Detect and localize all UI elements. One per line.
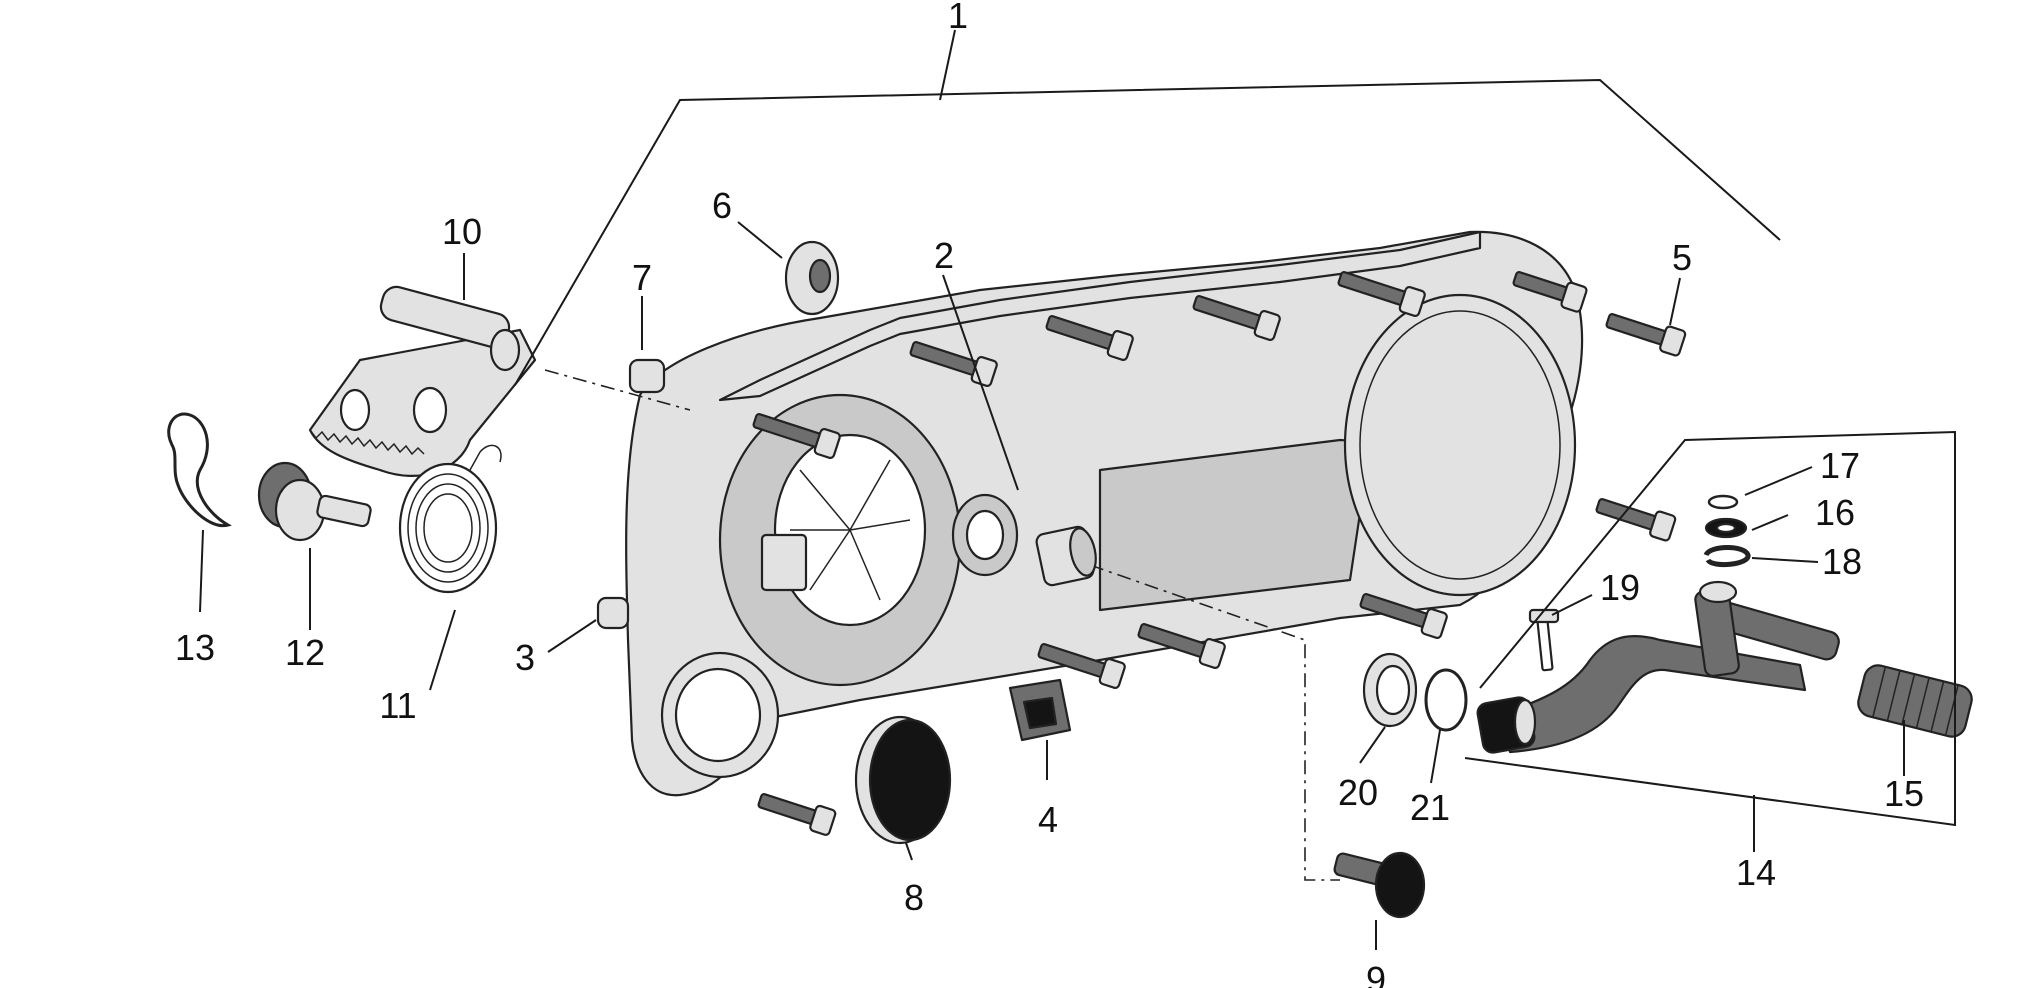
part-3-dowel <box>596 596 630 630</box>
fan-tab <box>760 533 808 592</box>
part-8-plug <box>854 715 952 845</box>
part-5-bolts <box>1595 313 1687 542</box>
callout-9: 9 <box>1366 959 1386 988</box>
bolt <box>1045 315 1134 361</box>
callout-15: 15 <box>1884 773 1924 814</box>
shaft-hole <box>965 509 1005 561</box>
part-6-seal <box>784 240 840 316</box>
assembly-lines <box>544 369 1340 881</box>
callout-1: 1 <box>948 0 968 36</box>
lower-opening <box>674 667 762 763</box>
group-bracket-14 <box>1464 430 1956 827</box>
variator-cover <box>1343 293 1577 597</box>
bolt <box>1137 623 1226 669</box>
part-11-spring <box>398 444 502 594</box>
bolt <box>1512 271 1588 313</box>
bolt <box>1359 593 1448 639</box>
callout-21: 21 <box>1410 787 1450 828</box>
part-4-block <box>1008 678 1072 742</box>
callout-8: 8 <box>904 877 924 918</box>
callout-2: 2 <box>934 235 954 276</box>
callout-7: 7 <box>632 257 652 298</box>
callout-6: 6 <box>712 185 732 226</box>
callout-19: 19 <box>1600 567 1640 608</box>
part-9-plug <box>1333 851 1426 919</box>
variator-cover-rim <box>1359 310 1561 580</box>
fan-blades <box>790 459 911 601</box>
callout-11: 11 <box>379 685 416 726</box>
transmission-cover <box>625 230 1584 797</box>
part-15-pedal-grip <box>1857 664 1973 738</box>
part-14-kick-lever <box>1476 580 1840 754</box>
part-21-circlip <box>1424 668 1468 732</box>
bolt <box>1337 271 1426 317</box>
callout-labels: 1 2 3 4 5 6 7 8 9 10 11 12 13 14 15 16 1… <box>175 0 1924 988</box>
bolt <box>1192 295 1281 341</box>
part-20-washer <box>1362 652 1418 728</box>
bolt <box>752 413 841 459</box>
callout-4: 4 <box>1038 799 1058 840</box>
callout-10: 10 <box>442 211 482 252</box>
group-bracket-1 <box>514 78 1781 386</box>
cover-flange <box>718 230 1482 402</box>
part-19-screw <box>1528 608 1560 672</box>
part-16-washer <box>1704 517 1748 539</box>
callout-20: 20 <box>1338 772 1378 813</box>
callout-13: 13 <box>175 627 215 668</box>
callout-17: 17 <box>1820 445 1860 486</box>
bolt <box>757 793 837 836</box>
part-13-clip <box>167 412 232 528</box>
callout-3: 3 <box>515 637 535 678</box>
callout-18: 18 <box>1822 541 1862 582</box>
bolt <box>1037 643 1126 689</box>
leader-lines <box>199 29 1905 950</box>
part-12-pinion <box>257 461 372 542</box>
part-7-dowel <box>628 358 666 394</box>
callout-12: 12 <box>285 632 325 673</box>
part-2-sleeve <box>1035 525 1097 587</box>
part-17-ring <box>1707 494 1739 510</box>
cover-bolts <box>752 271 1588 836</box>
part-10-gear-sector <box>308 285 537 477</box>
part-18-spring <box>1703 545 1751 568</box>
callout-5: 5 <box>1672 237 1692 278</box>
callout-14: 14 <box>1736 852 1776 893</box>
callout-16: 16 <box>1815 492 1855 533</box>
